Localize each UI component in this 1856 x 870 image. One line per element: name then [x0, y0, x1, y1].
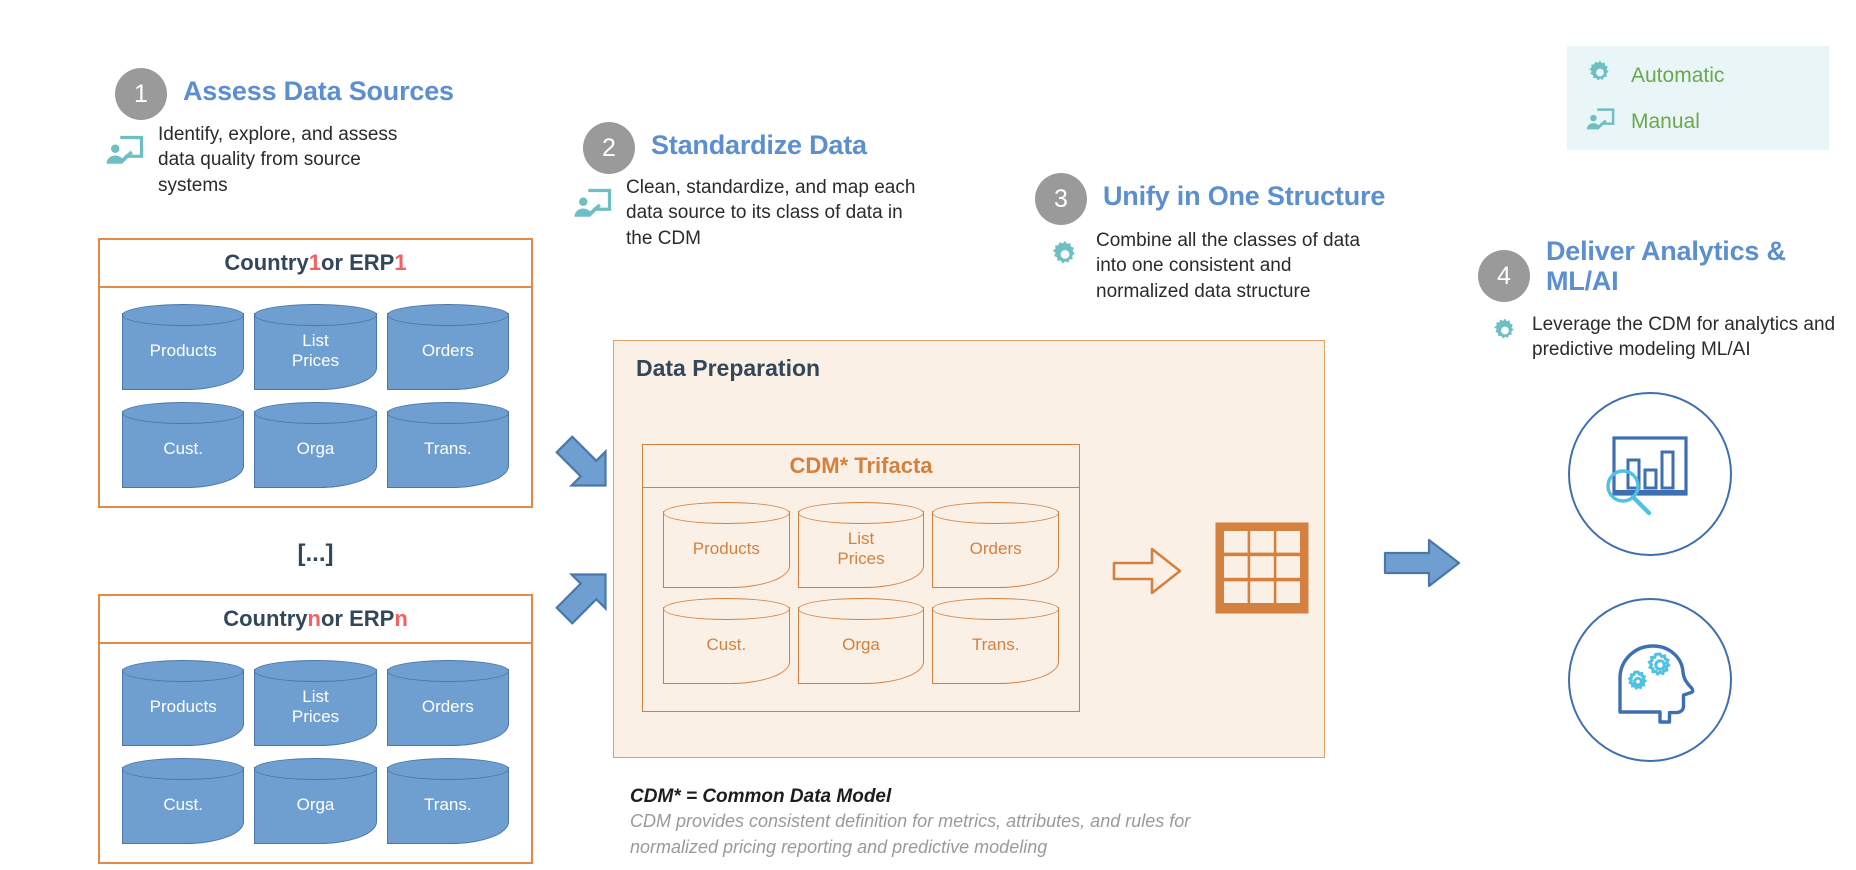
source-1-title-index: 1 — [308, 250, 321, 275]
source-n-title-mid: or ERP — [320, 606, 395, 631]
legend-row-manual: Manual — [1585, 105, 1803, 138]
step-1-title: Assess Data Sources — [183, 76, 454, 106]
step-2-title: Standardize Data — [651, 130, 867, 160]
source-n-cylinder-grid: Products List Prices Orders Cust. Orga T… — [100, 644, 531, 860]
footnote-line-2: normalized pricing reporting and predict… — [630, 837, 1048, 858]
cylinder-cust: Cust. — [122, 758, 245, 844]
step-3-header: 3 Unify in One Structure — [1035, 173, 1385, 225]
cdm-trifacta-box: CDM* Trifacta Products List Prices Order… — [642, 444, 1080, 712]
cdm-trifacta-title: CDM* Trifacta — [643, 445, 1079, 488]
step-4-description: Leverage the CDM for analytics and predi… — [1532, 314, 1836, 361]
step-3-number: 3 — [1035, 173, 1087, 225]
cylinder-cust: Cust. — [122, 402, 245, 488]
source-n-title-index: n — [307, 606, 321, 631]
gear-icon — [1048, 228, 1082, 277]
cylinder-products: Products — [663, 502, 790, 588]
analytics-chart-magnifier-icon — [1568, 392, 1732, 556]
arrow-prep-to-outputs — [1382, 535, 1462, 596]
source-box-n-title: Country n or ERP n — [100, 596, 531, 644]
cdm-cylinder-grid: Products List Prices Orders Cust. Orga T… — [643, 488, 1079, 698]
cylinder-trans: Trans. — [932, 598, 1059, 684]
data-preparation-panel: Data Preparation CDM* Trifacta Products … — [613, 340, 1325, 758]
cylinder-orga: Orga — [254, 758, 377, 844]
source-n-title-index2: n — [394, 606, 408, 631]
arrow-right-outline-icon — [1110, 541, 1186, 606]
step-2-description: Clean, standardize, and map each data so… — [626, 177, 916, 249]
cylinder-orga: Orga — [254, 402, 377, 488]
cylinder-list-prices: List Prices — [797, 502, 925, 588]
cylinder-list-prices: List Prices — [254, 304, 377, 390]
legend-label-manual: Manual — [1631, 109, 1700, 133]
legend-row-automatic: Automatic — [1585, 58, 1803, 93]
legend-panel: Automatic Manual — [1567, 46, 1829, 150]
source-1-cylinder-grid: Products List Prices Orders Cust. Orga T… — [100, 288, 531, 504]
step-3-title: Unify in One Structure — [1103, 181, 1386, 211]
step-4-title: Deliver Analytics & ML/AI — [1546, 236, 1786, 297]
source-1-title-mid: or ERP — [320, 250, 395, 275]
step-2-description-block: Clean, standardize, and map each data so… — [572, 175, 932, 251]
footnote-block: CDM* = Common Data Model CDM provides co… — [630, 786, 1330, 860]
source-n-title-prefix: Country — [223, 606, 308, 631]
step-3-description-block: Combine all the classes of data into one… — [1048, 228, 1388, 304]
step-4-number: 4 — [1478, 250, 1530, 302]
step-2-number: 2 — [583, 122, 635, 174]
step-4-header: 4 Deliver Analytics & ML/AI — [1478, 232, 1816, 302]
cylinder-trans: Trans. — [386, 402, 509, 488]
sources-ellipsis: [...] — [297, 540, 334, 567]
source-1-title-prefix: Country — [224, 250, 309, 275]
person-at-board-icon — [104, 122, 144, 173]
cylinder-cust: Cust. — [663, 598, 790, 684]
source-box-country-n: Country n or ERP n Products List Prices … — [98, 594, 533, 864]
source-box-1-title: Country 1 or ERP 1 — [100, 240, 531, 288]
source-1-title-index2: 1 — [394, 250, 407, 275]
gear-icon — [1490, 312, 1520, 351]
cylinder-trans: Trans. — [386, 758, 509, 844]
gear-icon — [1585, 58, 1615, 93]
step-1-number: 1 — [115, 68, 167, 120]
source-box-country-1: Country 1 or ERP 1 Products List Prices … — [98, 238, 533, 508]
cylinder-orga: Orga — [797, 598, 925, 684]
step-4-description-block: Leverage the CDM for analytics and predi… — [1490, 312, 1856, 363]
step-1-description: Identify, explore, and assess data quali… — [158, 124, 398, 196]
cylinder-products: Products — [122, 304, 245, 390]
cylinder-orders: Orders — [386, 660, 509, 746]
step-1-description-block: Identify, explore, and assess data quali… — [104, 122, 434, 198]
footnote-title: CDM* = Common Data Model — [630, 786, 892, 807]
person-at-board-icon — [572, 175, 612, 226]
step-3-description: Combine all the classes of data into one… — [1096, 230, 1361, 302]
step-2-header: 2 Standardize Data — [583, 122, 867, 174]
cylinder-products: Products — [122, 660, 245, 746]
data-preparation-title: Data Preparation — [636, 355, 821, 381]
step-1-header: 1 Assess Data Sources — [115, 68, 454, 120]
arrow-sourcen-to-prep — [550, 560, 620, 635]
table-grid-icon — [1214, 521, 1310, 620]
head-with-gears-ai-icon — [1568, 598, 1732, 762]
footnote-line-1: CDM provides consistent definition for m… — [630, 811, 1191, 831]
cylinder-orders: Orders — [932, 502, 1059, 588]
legend-label-automatic: Automatic — [1631, 63, 1725, 87]
cylinder-list-prices: List Prices — [254, 660, 377, 746]
arrow-source1-to-prep — [550, 430, 620, 505]
person-at-board-icon — [1585, 105, 1615, 138]
cylinder-orders: Orders — [386, 304, 509, 390]
